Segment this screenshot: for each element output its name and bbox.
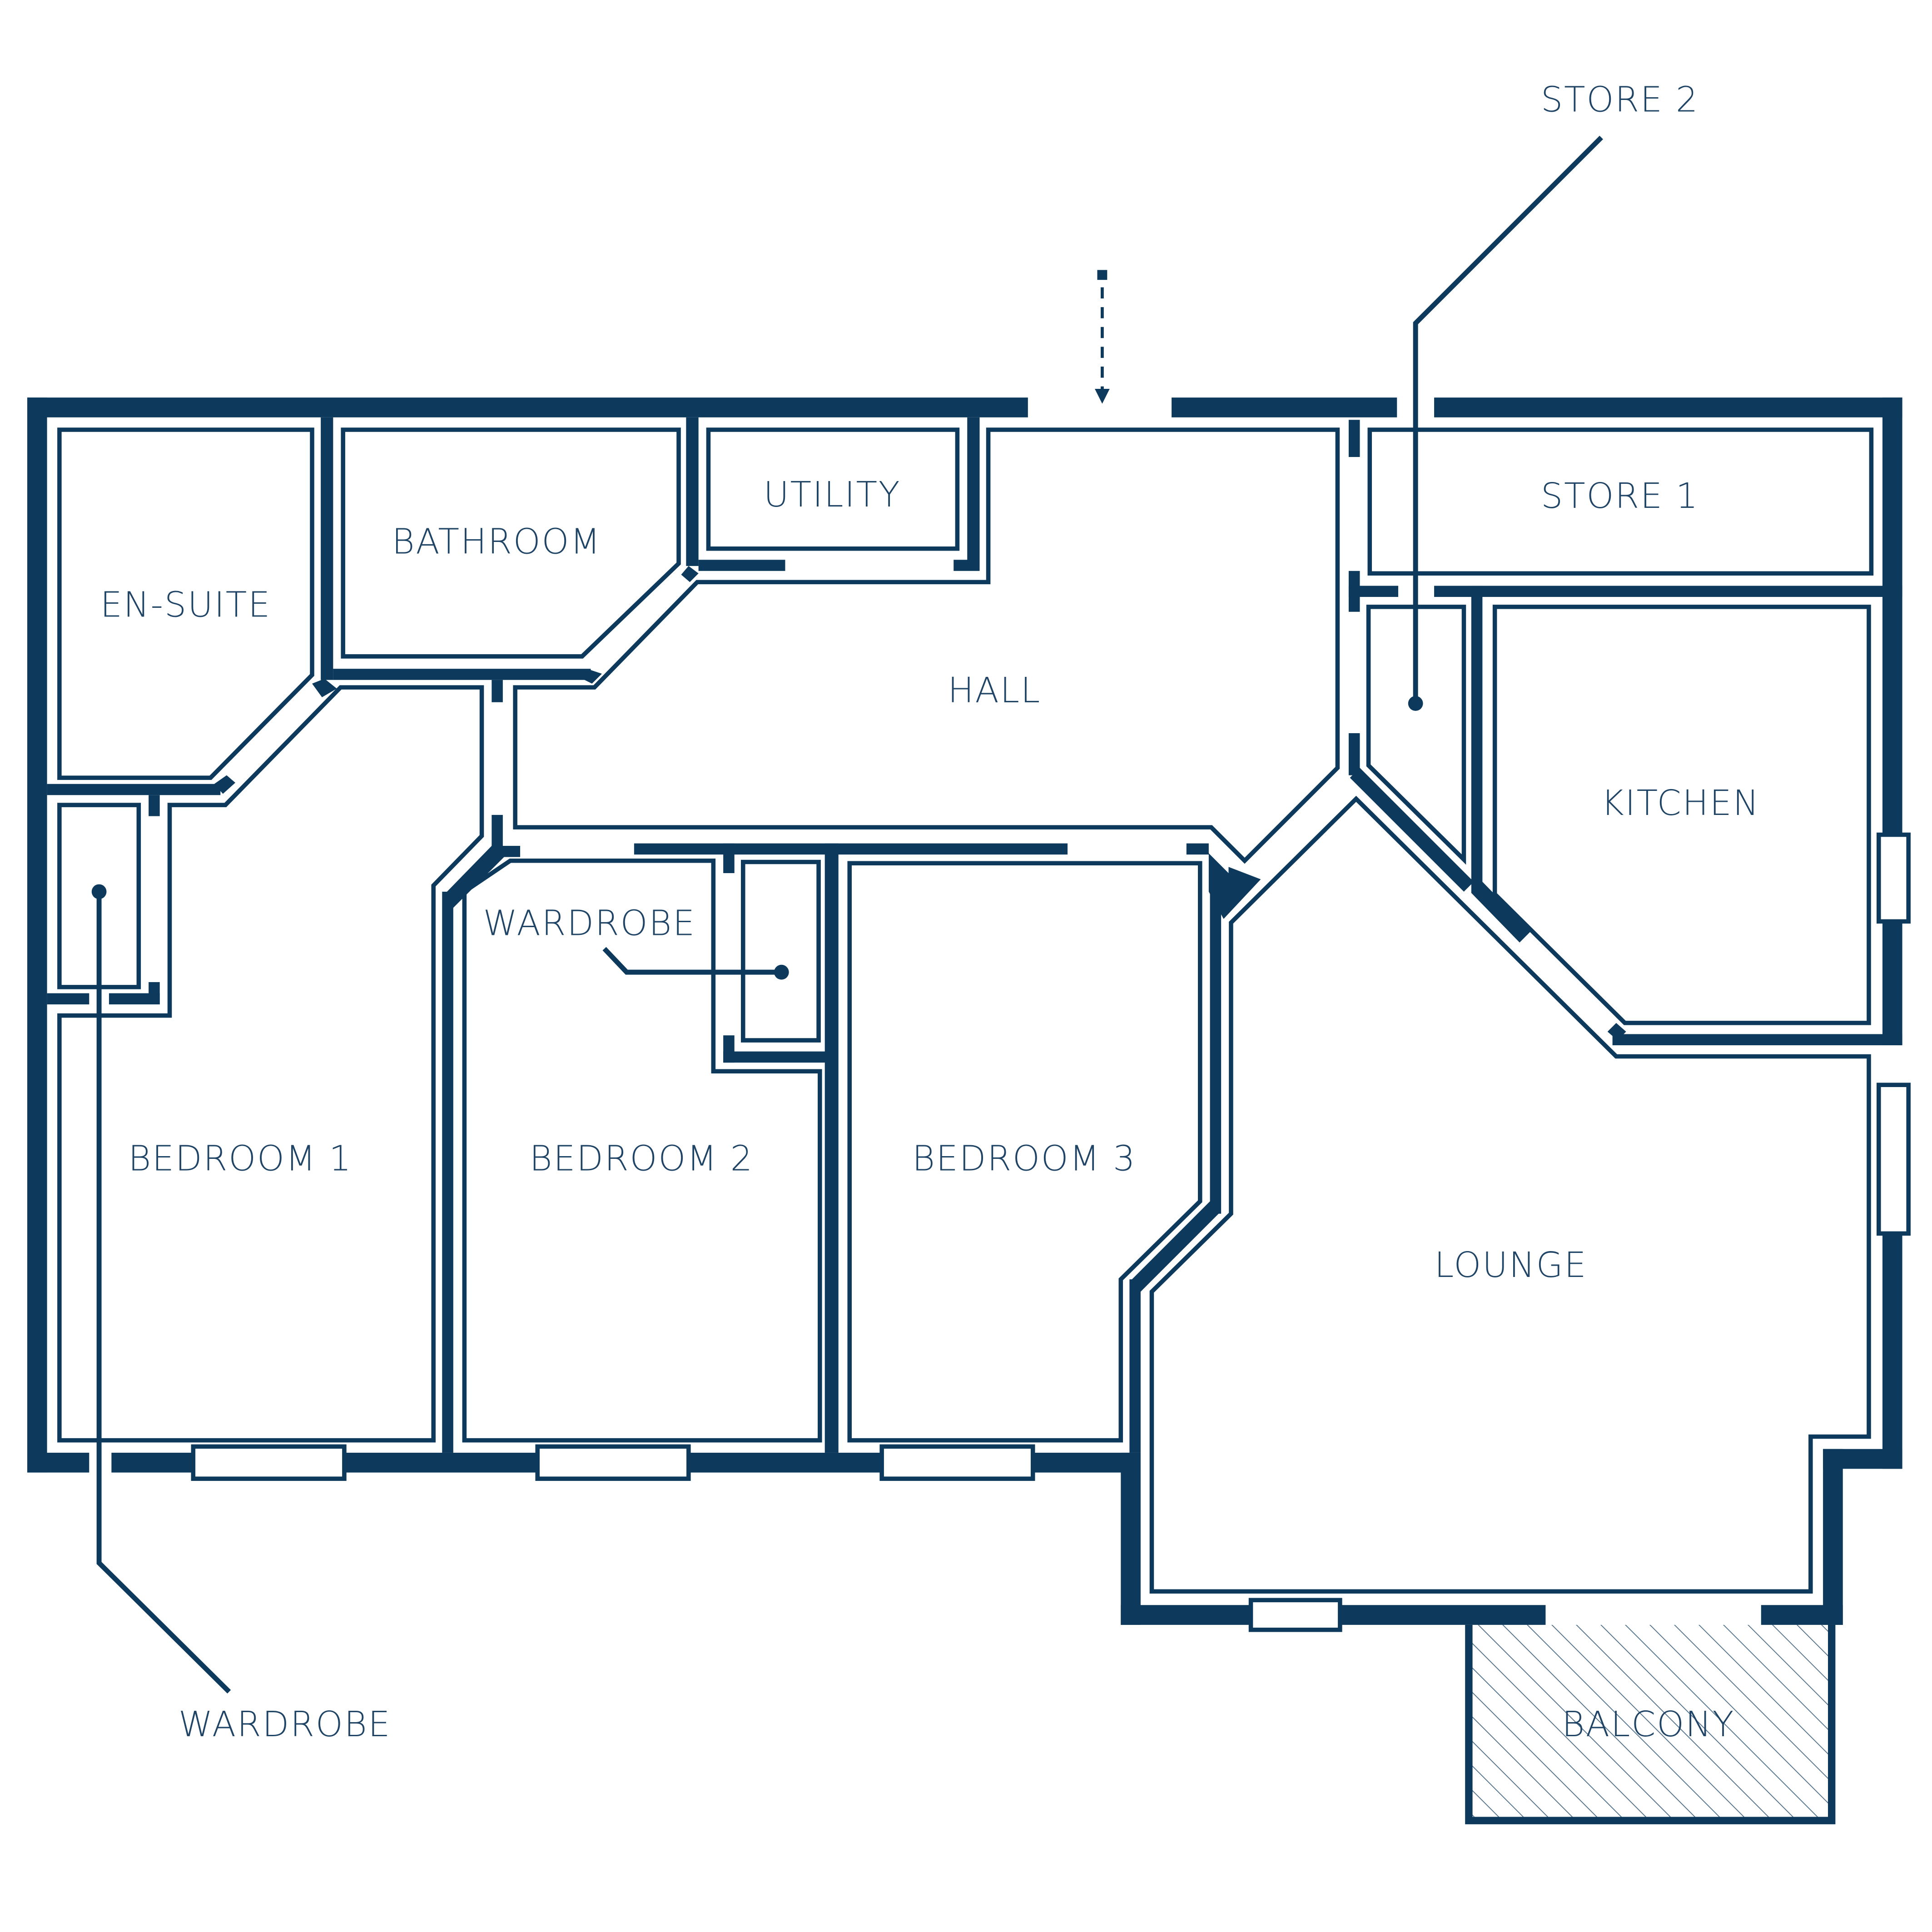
entrance-arrow-icon [1095,270,1110,404]
window-kitchen [1876,832,1911,924]
label-balcony: BALCONY [1562,1704,1735,1745]
bedroom-3-outline [847,861,1202,1443]
label-store-2: STORE 2 [1541,79,1699,120]
balcony-edge [1465,1624,1836,1824]
label-bathroom: BATHROOM [392,522,601,562]
window-lounge-side [1876,1083,1911,1236]
kitchen-outline [1492,605,1871,1025]
label-utility: UTILITY [764,475,901,515]
balcony-hatch [1471,1624,1831,1821]
window-bedroom-1 [191,1444,347,1481]
label-kitchen: KITCHEN [1601,783,1760,824]
room-labels: EN-SUITE BATHROOM UTILITY HALL STORE 1 S… [100,79,1760,1745]
inner-outlines [57,427,1874,1594]
label-store-1: STORE 1 [1541,476,1699,517]
windows [191,832,1911,1632]
wardrobe-1-marker [91,884,107,899]
label-wardrobe-bedroom-1: WARDROBE [179,1704,391,1745]
store-2-marker [1408,696,1423,711]
balcony [1465,1624,1836,1824]
utility-outline [706,427,960,551]
window-bedroom-2 [535,1444,691,1481]
label-lounge: LOUNGE [1435,1245,1588,1286]
store-2-leader [1413,135,1603,704]
lounge-outline [1149,795,1871,1594]
wardrobe-2-outline [740,859,821,1043]
window-lounge-bottom [1248,1598,1342,1632]
label-hall: HALL [948,670,1041,711]
hall-outline [513,427,1340,864]
en-suite-outline [57,427,314,780]
window-bedroom-3 [879,1444,1035,1481]
wardrobe-1-leader [96,891,231,1694]
label-bedroom-2: BEDROOM 2 [530,1138,754,1179]
wardrobe-1-outline [57,803,141,989]
bathroom-outline [341,427,681,659]
label-bedroom-1: BEDROOM 1 [128,1138,352,1179]
wardrobe-2-leader [602,947,782,975]
store-1-outline [1367,427,1874,576]
walls [27,397,1902,1625]
wardrobe-2-marker [774,964,789,980]
leaders [91,135,1603,1694]
label-en-suite: EN-SUITE [100,585,271,626]
store-2-outline [1366,605,1466,865]
bedroom-1-outline [57,685,484,1443]
bedroom-2-outline [462,858,822,1443]
label-wardrobe-bedroom-2: WARDROBE [483,903,695,944]
label-bedroom-3: BEDROOM 3 [912,1138,1136,1179]
